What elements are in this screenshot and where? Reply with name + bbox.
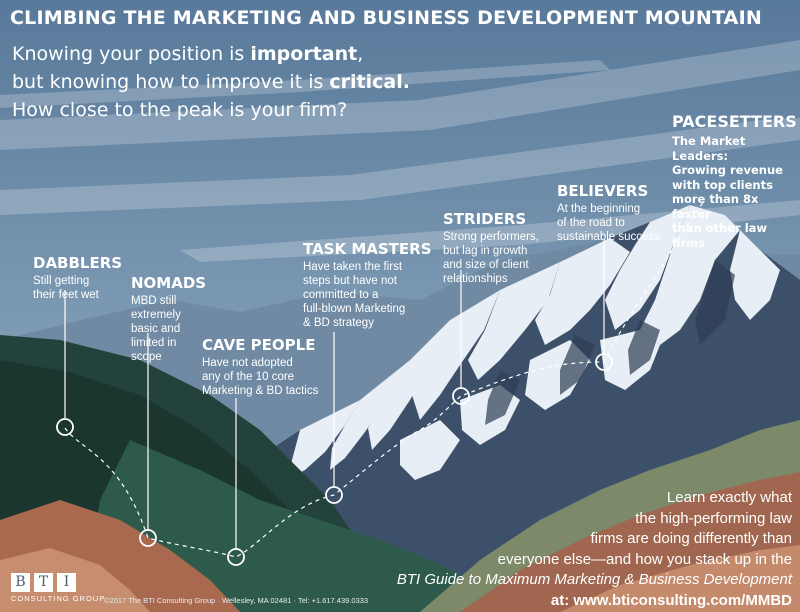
cta-url-link[interactable]: www.bticonsulting.com/MMBD — [573, 591, 792, 609]
marker-cave-people — [227, 548, 245, 566]
stage-title-pacesetters: PACESETTERS — [672, 112, 797, 131]
intro-emphasis-critical: critical. — [329, 71, 410, 93]
stage-desc-believers: At the beginning of the road to sustaina… — [557, 202, 660, 244]
stage-dabblers: DABBLERS Still getting their feet wet — [33, 254, 122, 302]
desc-line: Marketing & BD tactics — [202, 385, 319, 397]
stage-title-dabblers: DABBLERS — [33, 254, 123, 272]
cta-line: everyone else—and how you stack up in th… — [497, 550, 792, 568]
logo-letter-t: T — [34, 573, 53, 592]
desc-line: Have taken the first — [303, 261, 403, 273]
stage-desc-dabblers: Still getting their feet wet — [33, 274, 122, 302]
logo-letter-i: I — [57, 573, 76, 592]
stage-title-believers: BELIEVERS — [557, 182, 649, 200]
stage-desc-task-masters: Have taken the first steps but have not … — [303, 260, 432, 330]
leader-lines — [64, 240, 605, 549]
desc-line: limited in — [131, 337, 177, 349]
stage-believers: BELIEVERS At the beginning of the road t… — [557, 182, 660, 244]
stage-task-masters: TASK MASTERS Have taken the first steps … — [303, 240, 432, 330]
intro-line-2-text: but knowing how to improve it is — [12, 71, 330, 93]
stage-markers — [56, 353, 613, 566]
intro-line-2: but knowing how to improve it is critica… — [12, 68, 452, 96]
intro-line-1: Knowing your position is important, — [12, 40, 452, 68]
stage-pacesetters: PACESETTERS The Market Leaders: Growing … — [672, 112, 800, 250]
desc-line: The Market Leaders: — [672, 134, 746, 163]
logo-subtitle: CONSULTING GROUP — [11, 594, 106, 603]
stage-striders: STRIDERS Strong performers, but lag in g… — [443, 210, 539, 286]
marker-believers — [595, 353, 613, 371]
desc-line: At the beginning — [557, 203, 641, 215]
call-to-action: Learn exactly what the high-performing l… — [322, 488, 792, 611]
desc-line: but lag in growth — [443, 245, 528, 257]
cta-guide-title: BTI Guide to Maximum Marketing & Busines… — [322, 570, 792, 591]
desc-line: steps but have not — [303, 275, 397, 287]
intro-emphasis-important: important — [250, 43, 358, 65]
marker-striders — [452, 387, 470, 405]
stage-title-striders: STRIDERS — [443, 210, 527, 228]
intro-line-1-text: Knowing your position is — [12, 43, 251, 65]
desc-line: their feet wet — [33, 289, 99, 301]
stage-nomads: NOMADS MBD still extremely basic and lim… — [131, 274, 206, 364]
logo-letter-b: B — [11, 573, 30, 592]
desc-line: more than 8x faster — [672, 192, 759, 221]
desc-line: scope — [131, 351, 162, 363]
guide-title: BTI Guide to Maximum Marketing & Busines… — [396, 571, 792, 588]
desc-line: with top clients — [672, 177, 773, 192]
marker-nomads — [139, 529, 157, 547]
desc-line: extremely — [131, 309, 181, 321]
desc-line: Strong performers, — [443, 231, 539, 243]
intro-text: Knowing your position is important, but … — [12, 40, 452, 124]
stage-desc-striders: Strong performers, but lag in growth and… — [443, 230, 539, 286]
earth-highlight-right — [560, 545, 800, 612]
stage-desc-cave-people: Have not adopted any of the 10 core Mark… — [202, 356, 318, 398]
stage-desc-pacesetters: The Market Leaders: Growing revenue with… — [672, 134, 800, 250]
desc-line: relationships — [443, 273, 508, 285]
intro-line-3: How close to the peak is your firm? — [12, 99, 348, 121]
desc-line: any of the 10 core — [202, 371, 295, 383]
desc-line: basic and — [131, 323, 181, 335]
desc-line: sustainable success — [557, 231, 660, 243]
infographic-title: CLIMBING THE MARKETING AND BUSINESS DEVE… — [10, 7, 762, 29]
desc-line: & BD strategy — [303, 317, 374, 329]
cta-line: firms are doing differently than — [590, 530, 793, 547]
intro-line-1-punct: , — [357, 43, 364, 65]
desc-line: MBD still — [131, 295, 177, 307]
cta-url-line: at: www.bticonsulting.com/MMBD — [322, 591, 792, 612]
desc-line: than other law firms — [672, 221, 768, 250]
desc-line: and size of client — [443, 259, 529, 271]
stage-title-nomads: NOMADS — [131, 274, 207, 292]
cta-url-prefix: at: — [550, 591, 574, 609]
cta-line: the high-performing law — [635, 509, 792, 527]
desc-line: full-blown Marketing — [303, 303, 406, 315]
rock-streaks — [485, 260, 735, 425]
stage-title-cave-people: CAVE PEOPLE — [202, 336, 316, 354]
cta-line: Learn exactly what — [666, 489, 792, 506]
desc-line: Growing revenue — [672, 163, 783, 177]
marker-task-masters — [325, 486, 343, 504]
stage-cave-people: CAVE PEOPLE Have not adopted any of the … — [202, 336, 318, 398]
desc-line: Still getting — [33, 275, 90, 287]
desc-line: Have not adopted — [202, 357, 293, 369]
desc-line: of the road to — [557, 217, 625, 229]
desc-line: committed to a — [303, 289, 379, 301]
footer-copyright: ©2017 The BTI Consulting Group · Wellesl… — [104, 596, 369, 605]
stage-desc-nomads: MBD still extremely basic and limited in… — [131, 294, 206, 364]
stage-title-task-masters: TASK MASTERS — [303, 240, 432, 258]
marker-dabblers — [56, 418, 74, 436]
cloud-streaks — [0, 40, 800, 262]
